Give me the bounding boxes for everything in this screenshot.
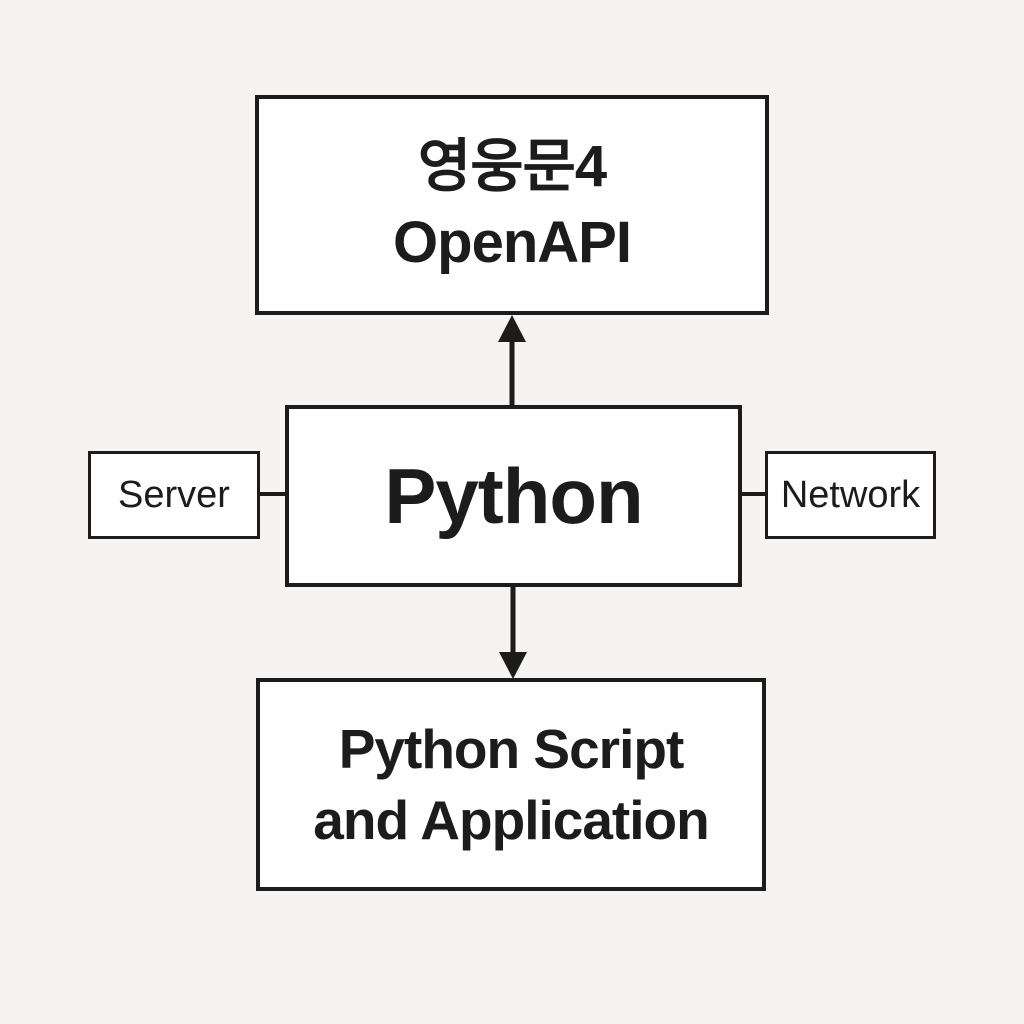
node-openapi-label-line1: 영웅문4: [417, 134, 607, 199]
node-python: Python: [285, 405, 742, 587]
edge-python-to-script: [499, 585, 527, 679]
node-python-label: Python: [384, 451, 643, 540]
node-network: Network: [765, 451, 936, 539]
node-server: Server: [88, 451, 260, 539]
down-arrowhead-icon: [499, 652, 527, 679]
node-server-label: Server: [118, 473, 230, 516]
up-arrowhead-icon: [498, 315, 526, 342]
node-script-label-line2: and Application: [313, 788, 709, 851]
node-script-label-line1: Python Script: [338, 717, 685, 780]
node-script: Python Script and Application: [256, 678, 766, 891]
node-network-label: Network: [780, 473, 921, 516]
node-openapi-label-line2: OpenAPI: [393, 210, 632, 275]
node-openapi: 영웅문4 OpenAPI: [255, 95, 769, 315]
edge-python-to-openapi: [498, 315, 526, 407]
